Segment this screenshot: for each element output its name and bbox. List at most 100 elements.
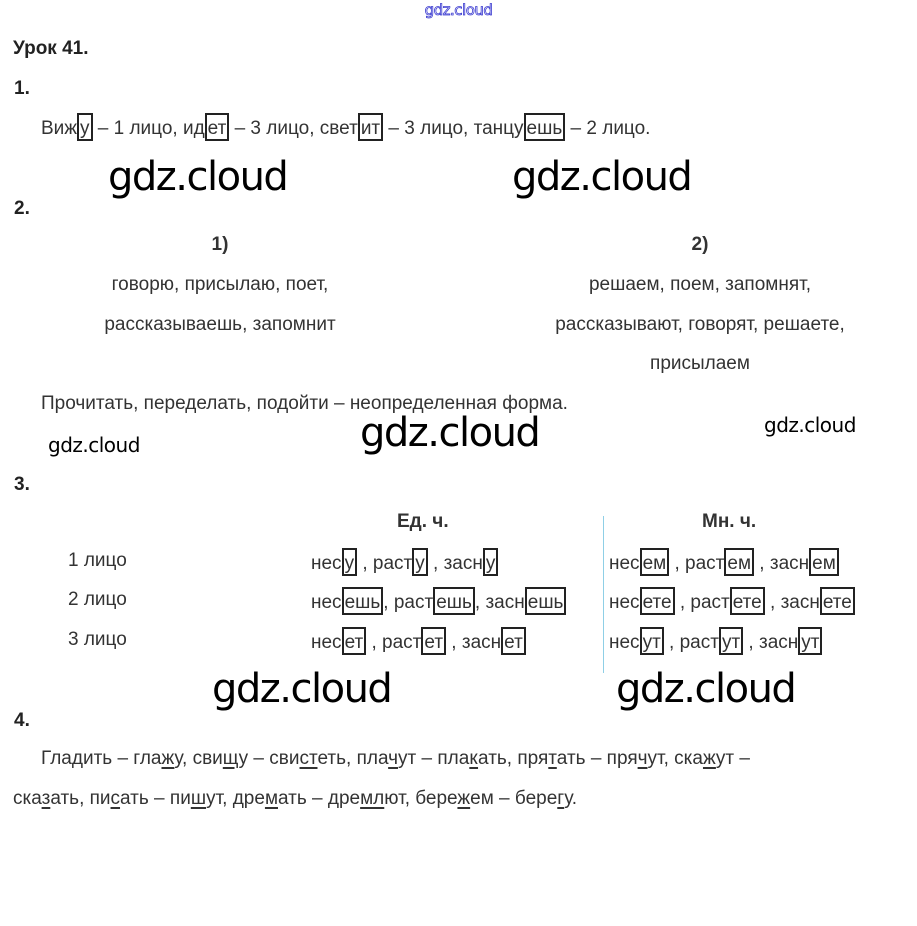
header-plural: Мн. ч. — [702, 511, 757, 532]
group-1-line-1: говорю, присылаю, поет, — [111, 274, 329, 295]
word-stem: раст — [393, 592, 434, 614]
group-2-label: 2) — [691, 234, 709, 255]
watermark: gdz.cloud — [48, 433, 140, 457]
separator: , — [743, 632, 759, 654]
top-watermark[interactable]: gdz.cloud — [424, 1, 493, 20]
ending-box: ем — [724, 548, 755, 576]
ending-box: у — [412, 548, 428, 576]
watermark: gdz.cloud — [764, 413, 856, 437]
ending-box: ет — [501, 627, 526, 655]
watermark: gdz.cloud — [108, 154, 289, 200]
separator: , — [764, 592, 781, 614]
header-singular: Ед. ч. — [397, 511, 449, 532]
ending-box: ет — [341, 627, 367, 655]
word-rest: – 2 лицо. — [565, 118, 651, 140]
group-2-line-2: рассказывают, говорят, решаете, — [555, 314, 845, 335]
task-2-note: Прочитать, переделать, подойти – неопред… — [41, 393, 568, 414]
separator: , — [383, 592, 394, 614]
underlined-letter: щ — [222, 748, 239, 769]
task-3-number: 3. — [14, 474, 30, 495]
ending-box: ешь — [523, 113, 566, 141]
ending-box: ете — [729, 587, 765, 615]
task-1-number: 1. — [14, 78, 30, 99]
word-stem: засн — [769, 553, 810, 575]
word-stem: раст — [690, 592, 730, 614]
underlined-letter: мл — [360, 788, 385, 809]
task-4-line-2: сказать, писать – пишут, дремать – дремл… — [13, 788, 577, 810]
text-fragment: ут – — [715, 748, 750, 769]
text-fragment: ать, пи — [50, 788, 111, 809]
ending-box: ет — [421, 627, 447, 655]
word-stem: засн — [759, 632, 799, 654]
word-rest: – 3 лицо, — [383, 118, 474, 140]
underlined-letter: м — [264, 788, 278, 809]
word-stem: нес — [311, 592, 342, 614]
separator: , — [663, 632, 680, 654]
underlined-letter: ж — [457, 788, 471, 809]
underlined-letter: ст — [299, 748, 318, 769]
word-stem: засн — [780, 592, 820, 614]
word-stem: засн — [443, 553, 483, 575]
underlined-letter: ч — [388, 748, 399, 769]
group-1-label: 1) — [211, 234, 229, 255]
word-stem: свет — [319, 118, 358, 140]
underlined-letter: д — [71, 748, 83, 769]
text-fragment: ать – пря — [556, 748, 638, 769]
separator: , — [357, 553, 373, 575]
text-fragment: ют, бере — [384, 788, 458, 809]
text-fragment: ать – пи — [120, 788, 191, 809]
word-stem: раст — [679, 632, 719, 654]
ending-box: ешь — [341, 587, 384, 615]
word-stem: засн — [485, 592, 525, 614]
ending-box: ит — [357, 113, 384, 141]
word-stem: танцу — [473, 118, 524, 140]
underlined-letter: г — [557, 788, 565, 809]
word-stem: нес — [311, 553, 342, 575]
text-fragment: Гла — [41, 748, 72, 769]
ending-box: ешь — [433, 587, 475, 615]
underlined-letter: ч — [637, 748, 648, 769]
word-stem: нес — [609, 592, 640, 614]
person-label: 1 лицо — [68, 550, 127, 571]
lesson-title: Урок 41. — [13, 38, 89, 59]
ending-box: ут — [798, 627, 823, 655]
word-stem: раст — [382, 632, 422, 654]
underlined-letter: с — [110, 788, 121, 809]
task-2-number: 2. — [14, 198, 30, 219]
separator: , — [669, 553, 686, 575]
person-label: 3 лицо — [68, 629, 127, 650]
separator: , — [446, 632, 462, 654]
ending-box: ете — [639, 587, 675, 615]
word-stem: Виж — [41, 118, 77, 140]
separator: , — [674, 592, 691, 614]
ending-box: у — [77, 113, 93, 141]
text-fragment: ить – гла — [82, 748, 162, 769]
text-fragment: ут, ска — [647, 748, 703, 769]
ending-box: ут — [639, 627, 664, 655]
watermark: gdz.cloud — [616, 666, 797, 712]
separator: , — [474, 592, 486, 614]
text-fragment: ем – бере — [470, 788, 558, 809]
text-fragment: у – сви — [238, 748, 300, 769]
group-2-line-3: присылаем — [650, 353, 750, 374]
underlined-letter: т — [548, 748, 557, 769]
ending-box: ете — [819, 587, 855, 615]
text-fragment: ут, дре — [206, 788, 265, 809]
word-stem: нес — [609, 632, 640, 654]
group-2-line-1: решаем, поем, запомнят, — [588, 274, 812, 295]
word-stem: ид — [182, 118, 205, 140]
ending-box: у — [482, 548, 499, 576]
text-fragment: ска — [13, 788, 42, 809]
underlined-letter: ш — [190, 788, 207, 809]
text-fragment: ать – дре — [278, 788, 361, 809]
watermark: gdz.cloud — [360, 410, 541, 456]
ending-box: ет — [204, 113, 230, 141]
ending-box: ем — [809, 548, 839, 576]
word-rest: – 1 лицо, — [92, 118, 183, 140]
separator: , — [754, 553, 770, 575]
